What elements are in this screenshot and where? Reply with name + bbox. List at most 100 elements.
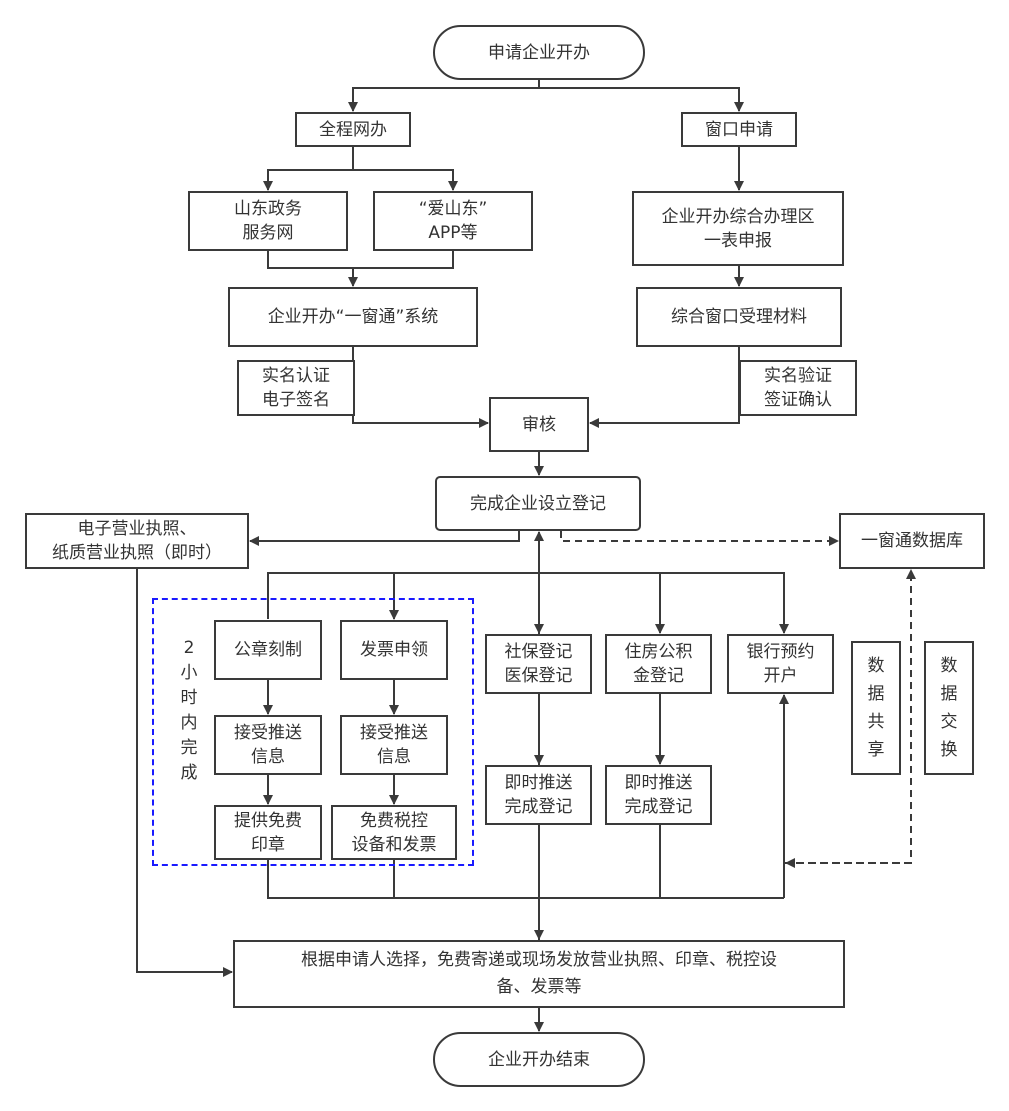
node-text-line: 企业开办“一窗通”系统 <box>267 307 439 327</box>
two-hour-group <box>152 598 474 866</box>
node-text-line: 共 <box>867 712 885 732</box>
node-text-line: 印章 <box>251 834 285 855</box>
edge <box>267 572 789 634</box>
edge <box>267 860 784 899</box>
node-text-line: 交 <box>940 712 958 732</box>
node-text-line: 实名认证 <box>262 366 330 386</box>
node-text-line: 完成登记 <box>504 797 573 817</box>
edge <box>136 569 233 977</box>
label-realname-sign: 实名认证电子签名 <box>237 360 355 416</box>
node-text-line: 企业开办结束 <box>488 1049 590 1070</box>
node-text-line: 小 <box>180 663 198 683</box>
node-text-line: 纸质营业执照（即时） <box>52 543 222 563</box>
node-text-line: 综合窗口受理材料 <box>671 307 807 327</box>
node-text-line: 数 <box>940 656 958 676</box>
label-data-exchange: 数据交换 <box>924 641 974 775</box>
node-text-line: 社保登记 <box>504 642 573 662</box>
node-social-push: 即时推送完成登记 <box>485 765 592 825</box>
node-text-line: 电子签名 <box>262 390 330 410</box>
node-text-line: 公章刻制 <box>234 640 302 660</box>
node-text-line: 据 <box>867 684 885 704</box>
node-invoice-free: 免费税控设备和发票 <box>331 805 457 860</box>
node-text-line: 住房公积 <box>624 642 693 662</box>
node-text-line: 发票申领 <box>360 640 428 660</box>
node-text-line: 享 <box>867 740 885 760</box>
node-text-line: 医保登记 <box>504 666 573 686</box>
node-text-line: 申请企业开办 <box>488 42 590 63</box>
node-accept: 综合窗口受理材料 <box>636 287 842 347</box>
edge <box>352 347 489 428</box>
node-invoice-push: 接受推送信息 <box>340 715 448 775</box>
node-text-line: 完 <box>180 738 198 758</box>
node-text-line: 签证确认 <box>764 390 832 410</box>
node-text-line: 开户 <box>763 666 798 686</box>
node-text-line: 接受推送 <box>360 723 428 743</box>
dashed-edge <box>560 531 839 546</box>
node-seal-push: 接受推送信息 <box>214 715 322 775</box>
node-text-line: APP等 <box>428 223 478 243</box>
edge <box>353 169 458 191</box>
node-text-line: 数 <box>867 656 885 676</box>
node-seal: 公章刻制 <box>214 620 322 680</box>
node-text-line: 山东政务 <box>234 199 302 219</box>
node-zone: 企业开办综合办理区一表申报 <box>632 191 844 266</box>
node-text-line: 换 <box>940 740 958 760</box>
node-end: 企业开办结束 <box>433 1032 645 1087</box>
node-online: 全程网办 <box>295 112 411 147</box>
node-text-line: 完成登记 <box>624 797 693 817</box>
node-text-line: 时 <box>180 688 198 708</box>
node-text-line: 服务网 <box>242 223 294 243</box>
node-text-line: 接受推送 <box>234 723 302 743</box>
node-text-line: 一窗通数据库 <box>861 531 963 551</box>
node-text-line: 免费税控 <box>360 810 428 831</box>
node-text-line: 成 <box>180 763 198 783</box>
node-text-line: 审核 <box>522 414 556 435</box>
node-text-line: 全程网办 <box>319 119 387 140</box>
node-text-line: 企业开办综合办理区 <box>661 206 815 227</box>
node-text-line: 电子营业执照、 <box>77 519 197 539</box>
edge <box>267 251 454 269</box>
node-text-line: 根据申请人选择，免费寄递或现场发放营业执照、印章、税控设 <box>301 950 777 970</box>
node-text-line: 即时推送 <box>504 773 573 793</box>
node-text-line: 备、发票等 <box>496 977 582 997</box>
node-text-line: 信息 <box>251 747 285 767</box>
node-housing-push: 即时推送完成登记 <box>605 765 712 825</box>
node-yct-system: 企业开办“一窗通”系统 <box>228 287 478 347</box>
node-seal-free: 提供免费印章 <box>214 805 322 860</box>
edge <box>348 80 540 112</box>
node-register: 完成企业设立登记 <box>435 476 641 531</box>
node-license: 电子营业执照、纸质营业执照（即时） <box>25 513 249 569</box>
node-invoice: 发票申领 <box>340 620 448 680</box>
node-text-line: 金登记 <box>633 666 684 686</box>
edge <box>589 347 740 428</box>
label-realname-verify: 实名验证签证确认 <box>739 360 857 416</box>
node-text-line: 信息 <box>377 747 411 767</box>
node-sd-gov: 山东政务服务网 <box>188 191 348 251</box>
node-text-line: 设备和发票 <box>351 834 437 855</box>
node-text-line: 实名验证 <box>764 366 832 386</box>
node-text-line: 完成企业设立登记 <box>470 493 606 514</box>
node-bank: 银行预约开户 <box>727 634 834 694</box>
node-text-line: 窗口申请 <box>705 119 773 140</box>
edge <box>263 147 354 191</box>
node-text-line: 即时推送 <box>624 773 693 793</box>
node-text-line: 提供免费 <box>234 810 302 831</box>
node-social: 社保登记医保登记 <box>485 634 592 694</box>
node-text-line: 2 <box>183 638 195 658</box>
node-text-line: “爱山东” <box>418 199 488 219</box>
node-start: 申请企业开办 <box>433 25 645 80</box>
node-text-line: 银行预约 <box>746 642 815 662</box>
edge <box>539 87 744 112</box>
node-text-line: 内 <box>180 713 198 733</box>
label-two-hours: 2 小时内完成 <box>178 636 200 786</box>
node-delivery: 根据申请人选择，免费寄递或现场发放营业执照、印章、税控设备、发票等 <box>233 940 845 1008</box>
node-review: 审核 <box>489 397 589 452</box>
label-data-share: 数据共享 <box>851 641 901 775</box>
node-housing: 住房公积金登记 <box>605 634 712 694</box>
node-text-line: 一表申报 <box>704 230 772 251</box>
node-window: 窗口申请 <box>681 112 797 147</box>
node-database: 一窗通数据库 <box>839 513 985 569</box>
node-ai-sd: “爱山东” APP等 <box>373 191 533 251</box>
